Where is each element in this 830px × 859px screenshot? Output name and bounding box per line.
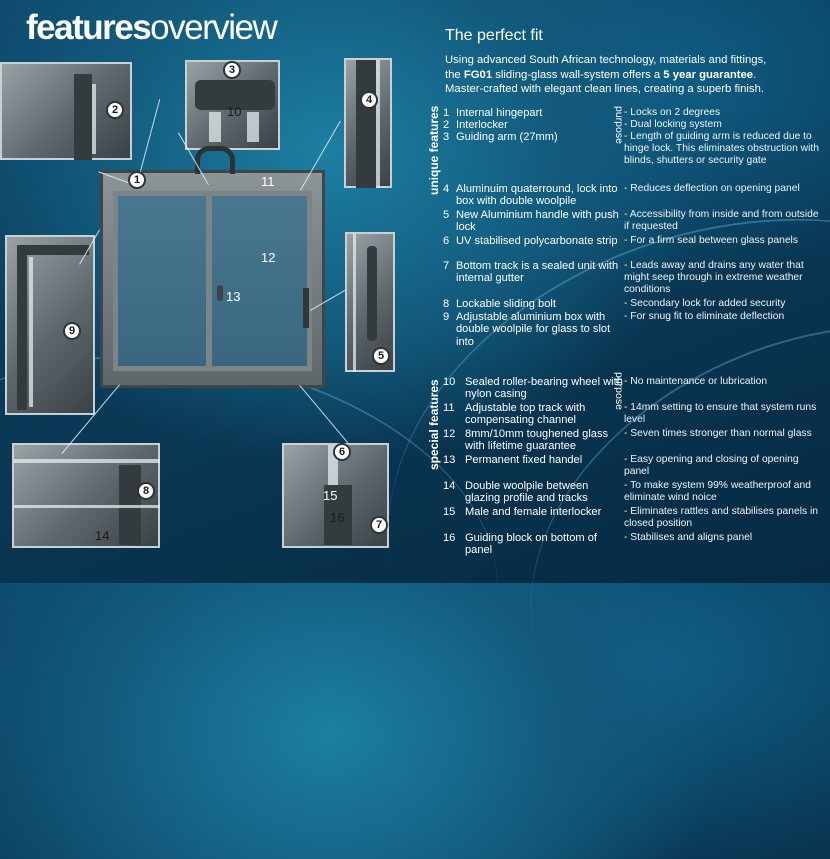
- feature-text: UV stabilised polycarbonate strip: [456, 235, 618, 247]
- special-features-label: special features: [427, 379, 441, 470]
- feature-number: 11: [443, 402, 455, 414]
- feature-number: 10: [443, 376, 456, 388]
- callout-15: 15: [323, 488, 338, 503]
- feature-number: 12: [443, 428, 456, 440]
- feature-number: 3: [443, 131, 450, 143]
- feature-text: 8mm/10mm toughened glass with lifetime g…: [465, 428, 609, 453]
- feature-number: 4: [443, 183, 450, 195]
- page-title: featuresoverview: [26, 6, 278, 50]
- feature-number: 7: [443, 260, 450, 272]
- top-carry-handle: [195, 146, 235, 174]
- feature-number: 13: [443, 454, 456, 466]
- feature-number: 15: [443, 506, 456, 518]
- feature-text: Lockable sliding bolt: [456, 298, 556, 310]
- intro-paragraph: Using advanced South African technology,…: [445, 53, 825, 97]
- feature-text: Male and female interlocker: [465, 506, 602, 518]
- callout-16: 16: [330, 510, 345, 525]
- callout-1: 1: [128, 171, 146, 189]
- callout-2: 2: [106, 101, 124, 119]
- callout-13: 13: [226, 289, 241, 304]
- purpose-3: - Length of guiding arm is reduced due t…: [624, 131, 819, 166]
- feature-text: Guiding block on bottom of panel: [465, 532, 597, 557]
- feature-number: 9: [443, 311, 450, 323]
- feature-text: Sealed roller-bearing wheel with nylon c…: [465, 376, 623, 401]
- purpose-8: - Secondary lock for added security: [624, 298, 786, 309]
- feature-text: Interlocker: [456, 119, 508, 131]
- detail-panel-4: [344, 58, 392, 188]
- callout-8: 8: [137, 482, 155, 500]
- feature-text: Adjustable top track with compensating c…: [465, 402, 586, 427]
- feature-number: 2: [443, 119, 450, 131]
- intro-text: .: [753, 68, 757, 81]
- intro-text: the: [445, 68, 464, 81]
- intro-text: sliding-glass wall-system offers a: [492, 68, 664, 81]
- callout-5: 5: [372, 347, 390, 365]
- purpose-4: - Reduces deflection on opening panel: [624, 183, 800, 194]
- feature-text: Double woolpile between glazing profile …: [465, 480, 589, 505]
- callout-14: 14: [95, 528, 110, 543]
- callout-6: 6: [333, 443, 351, 461]
- purpose-16: - Stabilises and aligns panel: [624, 532, 753, 543]
- detail-panel-3: [185, 60, 280, 150]
- callout-4: 4: [360, 91, 378, 109]
- purpose-12: - Seven times stronger than normal glass: [624, 428, 812, 439]
- detail-panel-9: [5, 235, 95, 415]
- left-glass-panel: [113, 191, 211, 371]
- callout-12: 12: [261, 250, 276, 265]
- section-heading: The perfect fit: [445, 27, 543, 44]
- title-bold: features: [26, 8, 152, 47]
- guarantee-highlight: 5 year guarantee: [663, 68, 754, 81]
- purpose-14: - To make system 99% weatherproof and el…: [624, 480, 811, 503]
- purpose-6: - For a firm seal between glass panels: [624, 235, 798, 246]
- callout-9: 9: [63, 322, 81, 340]
- feature-number: 8: [443, 298, 450, 310]
- intro-line-3: Master-crafted with elegant clean lines,…: [445, 83, 764, 95]
- callout-11: 11: [261, 174, 275, 189]
- feature-text: Bottom track is a sealed unit with inter…: [456, 260, 619, 285]
- feature-number: 16: [443, 532, 456, 544]
- feature-number: 1: [443, 107, 450, 119]
- callout-7: 7: [370, 516, 388, 534]
- callout-10: 10: [227, 104, 242, 119]
- purpose-13: - Easy opening and closing of opening pa…: [624, 454, 799, 477]
- feature-number: 6: [443, 235, 450, 247]
- sliding-handle: [303, 288, 309, 328]
- unique-features-label: unique features: [427, 105, 441, 195]
- purpose-2: - Dual locking system: [624, 119, 722, 130]
- feature-text: Internal hingepart: [456, 107, 543, 119]
- fixed-handle: [217, 285, 223, 301]
- feature-text: Guiding arm (27mm): [456, 131, 558, 143]
- feature-number: 5: [443, 209, 450, 221]
- purpose-10: - No maintenance or lubrication: [624, 376, 768, 387]
- purpose-9: - For snug fit to eliminate deflection: [624, 311, 785, 322]
- product-code: FG01: [463, 68, 493, 81]
- intro-line-2: the FG01 sliding-glass wall-system offer…: [445, 68, 825, 83]
- title-regular: overview: [150, 8, 278, 47]
- purpose-15: - Eliminates rattles and stabilises pane…: [624, 506, 819, 529]
- right-glass-panel: [207, 191, 312, 371]
- feature-text: Aluminuim quaterround, lock into box wit…: [456, 183, 618, 208]
- purpose-5: - Accessibility from inside and from out…: [624, 209, 819, 232]
- feature-text: Permanent fixed handel: [465, 454, 583, 466]
- intro-line-1: Using advanced South African technology,…: [445, 54, 767, 66]
- sliding-window-illustration: [100, 170, 325, 388]
- purpose-11: - 14mm setting to ensure that system run…: [624, 402, 817, 425]
- feature-text: Adjustable aluminium box with double woo…: [456, 311, 611, 348]
- purpose-1: - Locks on 2 degrees: [624, 107, 721, 118]
- callout-3: 3: [223, 61, 241, 79]
- detail-panel-8-14: [12, 443, 160, 548]
- feature-text: New Aluminium handle with push lock: [456, 209, 619, 234]
- feature-number: 14: [443, 480, 456, 492]
- purpose-7: - Leads away and drains any water that m…: [624, 260, 804, 295]
